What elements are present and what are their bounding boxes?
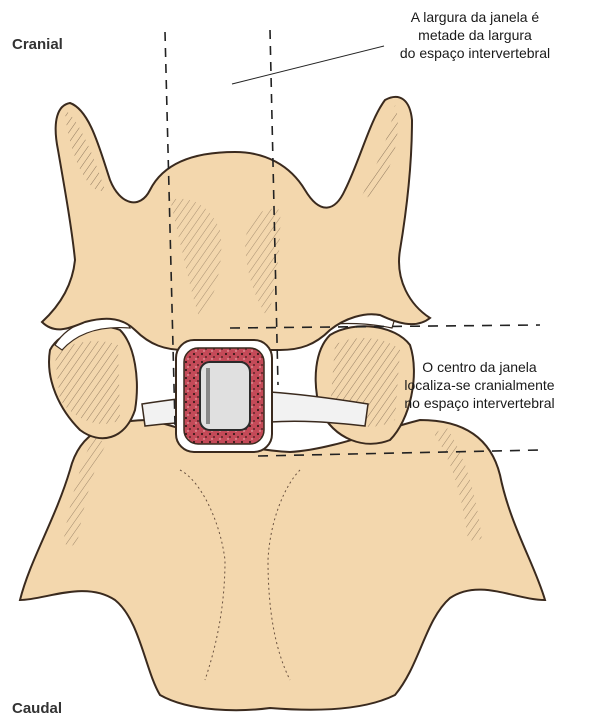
cranial-label: Cranial <box>12 36 63 53</box>
window-center-note-line-3: no espaço intervertebral <box>372 394 587 412</box>
window-width-note-line-1: A largura da janela é <box>370 8 580 26</box>
window-width-note-line-3: do espaço intervertebral <box>370 44 580 62</box>
caudal-vertebra <box>20 420 545 710</box>
cranial-vertebra <box>42 97 430 350</box>
window-center-note-line-2: localiza-se cranialmente <box>372 376 587 394</box>
width-note-leader <box>232 46 384 84</box>
window-width-note: A largura da janela é metade da largura … <box>370 8 580 62</box>
window-center-note-line-1: O centro da janela <box>372 358 587 376</box>
caudal-label: Caudal <box>12 700 62 717</box>
window-width-note-line-2: metade da largura <box>370 26 580 44</box>
window-center-note: O centro da janela localiza-se cranialme… <box>372 358 587 412</box>
